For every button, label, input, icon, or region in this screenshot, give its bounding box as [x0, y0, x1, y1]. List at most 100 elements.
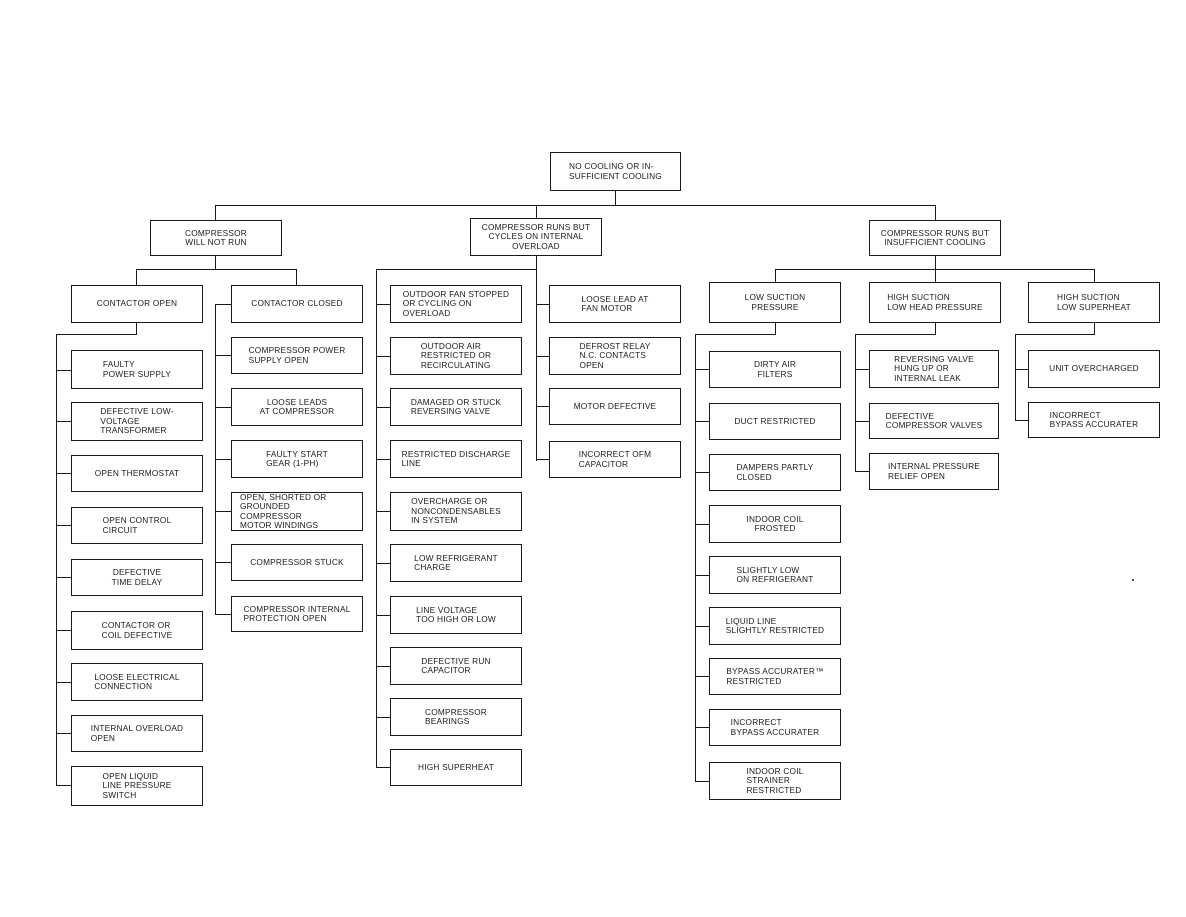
cause-box: SLIGHTLY LOW ON REFRIGERANT — [709, 556, 841, 594]
root-node: NO COOLING OR IN- SUFFICIENT COOLING — [550, 152, 681, 191]
cause-label: LINE VOLTAGE TOO HIGH OR LOW — [416, 604, 496, 624]
cause-box: OUTDOOR FAN STOPPED OR CYCLING ON OVERLO… — [390, 285, 522, 323]
cause-label: INCORRECT BYPASS ACCURATER — [1049, 409, 1139, 429]
connector — [215, 614, 231, 616]
cause-label: DEFECTIVE LOW- VOLTAGE TRANSFORMER — [100, 406, 174, 436]
cause-box: INTERNAL PRESSURE RELIEF OPEN — [869, 453, 999, 490]
cause-box: INCORRECT BYPASS ACCURATER — [1028, 402, 1160, 438]
cause-label: DEFECTIVE COMPRESSOR VALVES — [885, 410, 983, 430]
connector — [935, 205, 937, 220]
cause-label: COMPRESSOR STUCK — [250, 556, 344, 567]
cause-label: OUTDOOR FAN STOPPED OR CYCLING ON OVERLO… — [402, 288, 510, 318]
node-contactor-open: CONTACTOR OPEN — [71, 285, 203, 323]
connector — [56, 370, 71, 372]
connector — [855, 334, 857, 471]
connector — [376, 459, 390, 461]
root-label: NO COOLING OR IN- SUFFICIENT COOLING — [569, 161, 662, 181]
cause-label: OPEN CONTROL CIRCUIT — [102, 515, 172, 535]
cause-label: UNIT OVERCHARGED — [1049, 363, 1139, 374]
cause-label: REVERSING VALVE HUNG UP OR INTERNAL LEAK — [894, 353, 974, 383]
cause-label: DAMPERS PARTLY CLOSED — [736, 462, 814, 482]
connector — [215, 459, 231, 461]
cause-box: INDOOR COIL FROSTED — [709, 505, 841, 543]
connector — [695, 472, 709, 474]
connector — [536, 406, 549, 408]
connector — [855, 421, 869, 423]
connector — [215, 511, 231, 513]
connector — [536, 304, 549, 306]
node-low-suction: LOW SUCTION PRESSURE — [709, 282, 841, 323]
connector — [855, 471, 869, 473]
connector — [376, 717, 390, 719]
cause-box: LOOSE LEAD AT FAN MOTOR — [549, 285, 681, 323]
cause-label: SLIGHTLY LOW ON REFRIGERANT — [736, 564, 814, 584]
cause-label: INDOOR COIL STRAINER RESTRICTED — [746, 765, 804, 795]
connector — [695, 524, 709, 526]
connector — [56, 630, 71, 632]
branch-label: COMPRESSOR RUNS BUT CYCLES ON INTERNAL O… — [481, 221, 591, 251]
cause-label: INTERNAL OVERLOAD OPEN — [90, 723, 184, 743]
cause-box: DUCT RESTRICTED — [709, 403, 841, 440]
connector — [695, 334, 776, 336]
cause-label: CONTACTOR OR COIL DEFECTIVE — [101, 620, 173, 640]
connector — [695, 781, 709, 783]
connector — [376, 269, 537, 271]
connector — [1015, 334, 1095, 336]
branch-will-not-run: COMPRESSOR WILL NOT RUN — [150, 220, 282, 256]
connector — [855, 369, 869, 371]
cause-label: LOW REFRIGERANT CHARGE — [414, 552, 498, 572]
connector — [935, 269, 937, 282]
cause-label: FAULTY START GEAR (1-PH) — [266, 448, 328, 468]
cause-box: OVERCHARGE OR NONCONDENSABLES IN SYSTEM — [390, 492, 522, 531]
connector — [56, 682, 71, 684]
cause-box: INCORRECT OFM CAPACITOR — [549, 441, 681, 478]
connector — [215, 355, 231, 357]
cause-label: COMPRESSOR POWER SUPPLY OPEN — [248, 345, 346, 365]
connector — [1015, 334, 1017, 421]
cause-label: HIGH SUPERHEAT — [418, 761, 494, 772]
cause-box: DAMPERS PARTLY CLOSED — [709, 454, 841, 491]
cause-box: INTERNAL OVERLOAD OPEN — [71, 715, 203, 752]
cause-label: OPEN, SHORTED OR GROUNDED COMPRESSOR MOT… — [240, 491, 327, 530]
connector — [56, 525, 71, 527]
connector — [56, 334, 58, 785]
cause-box: LOOSE LEADS AT COMPRESSOR — [231, 388, 363, 426]
cause-box: LINE VOLTAGE TOO HIGH OR LOW — [390, 596, 522, 634]
node-label: CONTACTOR OPEN — [96, 298, 178, 309]
cause-box: DEFECTIVE TIME DELAY — [71, 559, 203, 596]
connector — [536, 256, 538, 461]
cause-label: LOOSE ELECTRICAL CONNECTION — [94, 671, 180, 691]
cause-box: FAULTY POWER SUPPLY — [71, 350, 203, 389]
connector — [855, 334, 936, 336]
cause-box: OPEN LIQUID LINE PRESSURE SWITCH — [71, 766, 203, 806]
cause-label: DEFECTIVE TIME DELAY — [111, 567, 163, 587]
cause-box: OUTDOOR AIR RESTRICTED OR RECIRCULATING — [390, 337, 522, 375]
cause-box: UNIT OVERCHARGED — [1028, 350, 1160, 388]
connector — [1094, 323, 1096, 335]
cause-label: INCORRECT OFM CAPACITOR — [578, 449, 652, 469]
cause-label: DUCT RESTRICTED — [734, 415, 816, 426]
cause-label: DEFROST RELAY N.C. CONTACTS OPEN — [579, 340, 651, 370]
cause-label: COMPRESSOR BEARINGS — [425, 706, 487, 726]
cause-box: COMPRESSOR STUCK — [231, 544, 363, 581]
connector — [775, 323, 777, 335]
connector — [56, 785, 71, 787]
cause-box: COMPRESSOR POWER SUPPLY OPEN — [231, 337, 363, 374]
branch-insufficient-cooling: COMPRESSOR RUNS BUT INSUFFICIENT COOLING — [869, 220, 1001, 256]
cause-label: MOTOR DEFECTIVE — [573, 400, 657, 411]
speck-mark — [1132, 579, 1134, 581]
cause-label: OPEN THERMOSTAT — [94, 467, 180, 478]
connector — [695, 626, 709, 628]
cause-label: FAULTY POWER SUPPLY — [102, 359, 172, 379]
cause-label: OUTDOOR AIR RESTRICTED OR RECIRCULATING — [420, 340, 492, 370]
cause-label: LIQUID LINE SLIGHTLY RESTRICTED — [725, 615, 825, 635]
cause-box: DAMAGED OR STUCK REVERSING VALVE — [390, 388, 522, 426]
connector — [296, 269, 298, 285]
connector — [376, 407, 390, 409]
branch-label: COMPRESSOR WILL NOT RUN — [185, 227, 247, 247]
cause-label: RESTRICTED DISCHARGE LINE — [401, 448, 511, 468]
node-label: LOW SUCTION PRESSURE — [744, 292, 806, 312]
connector — [695, 334, 697, 781]
connector — [695, 727, 709, 729]
